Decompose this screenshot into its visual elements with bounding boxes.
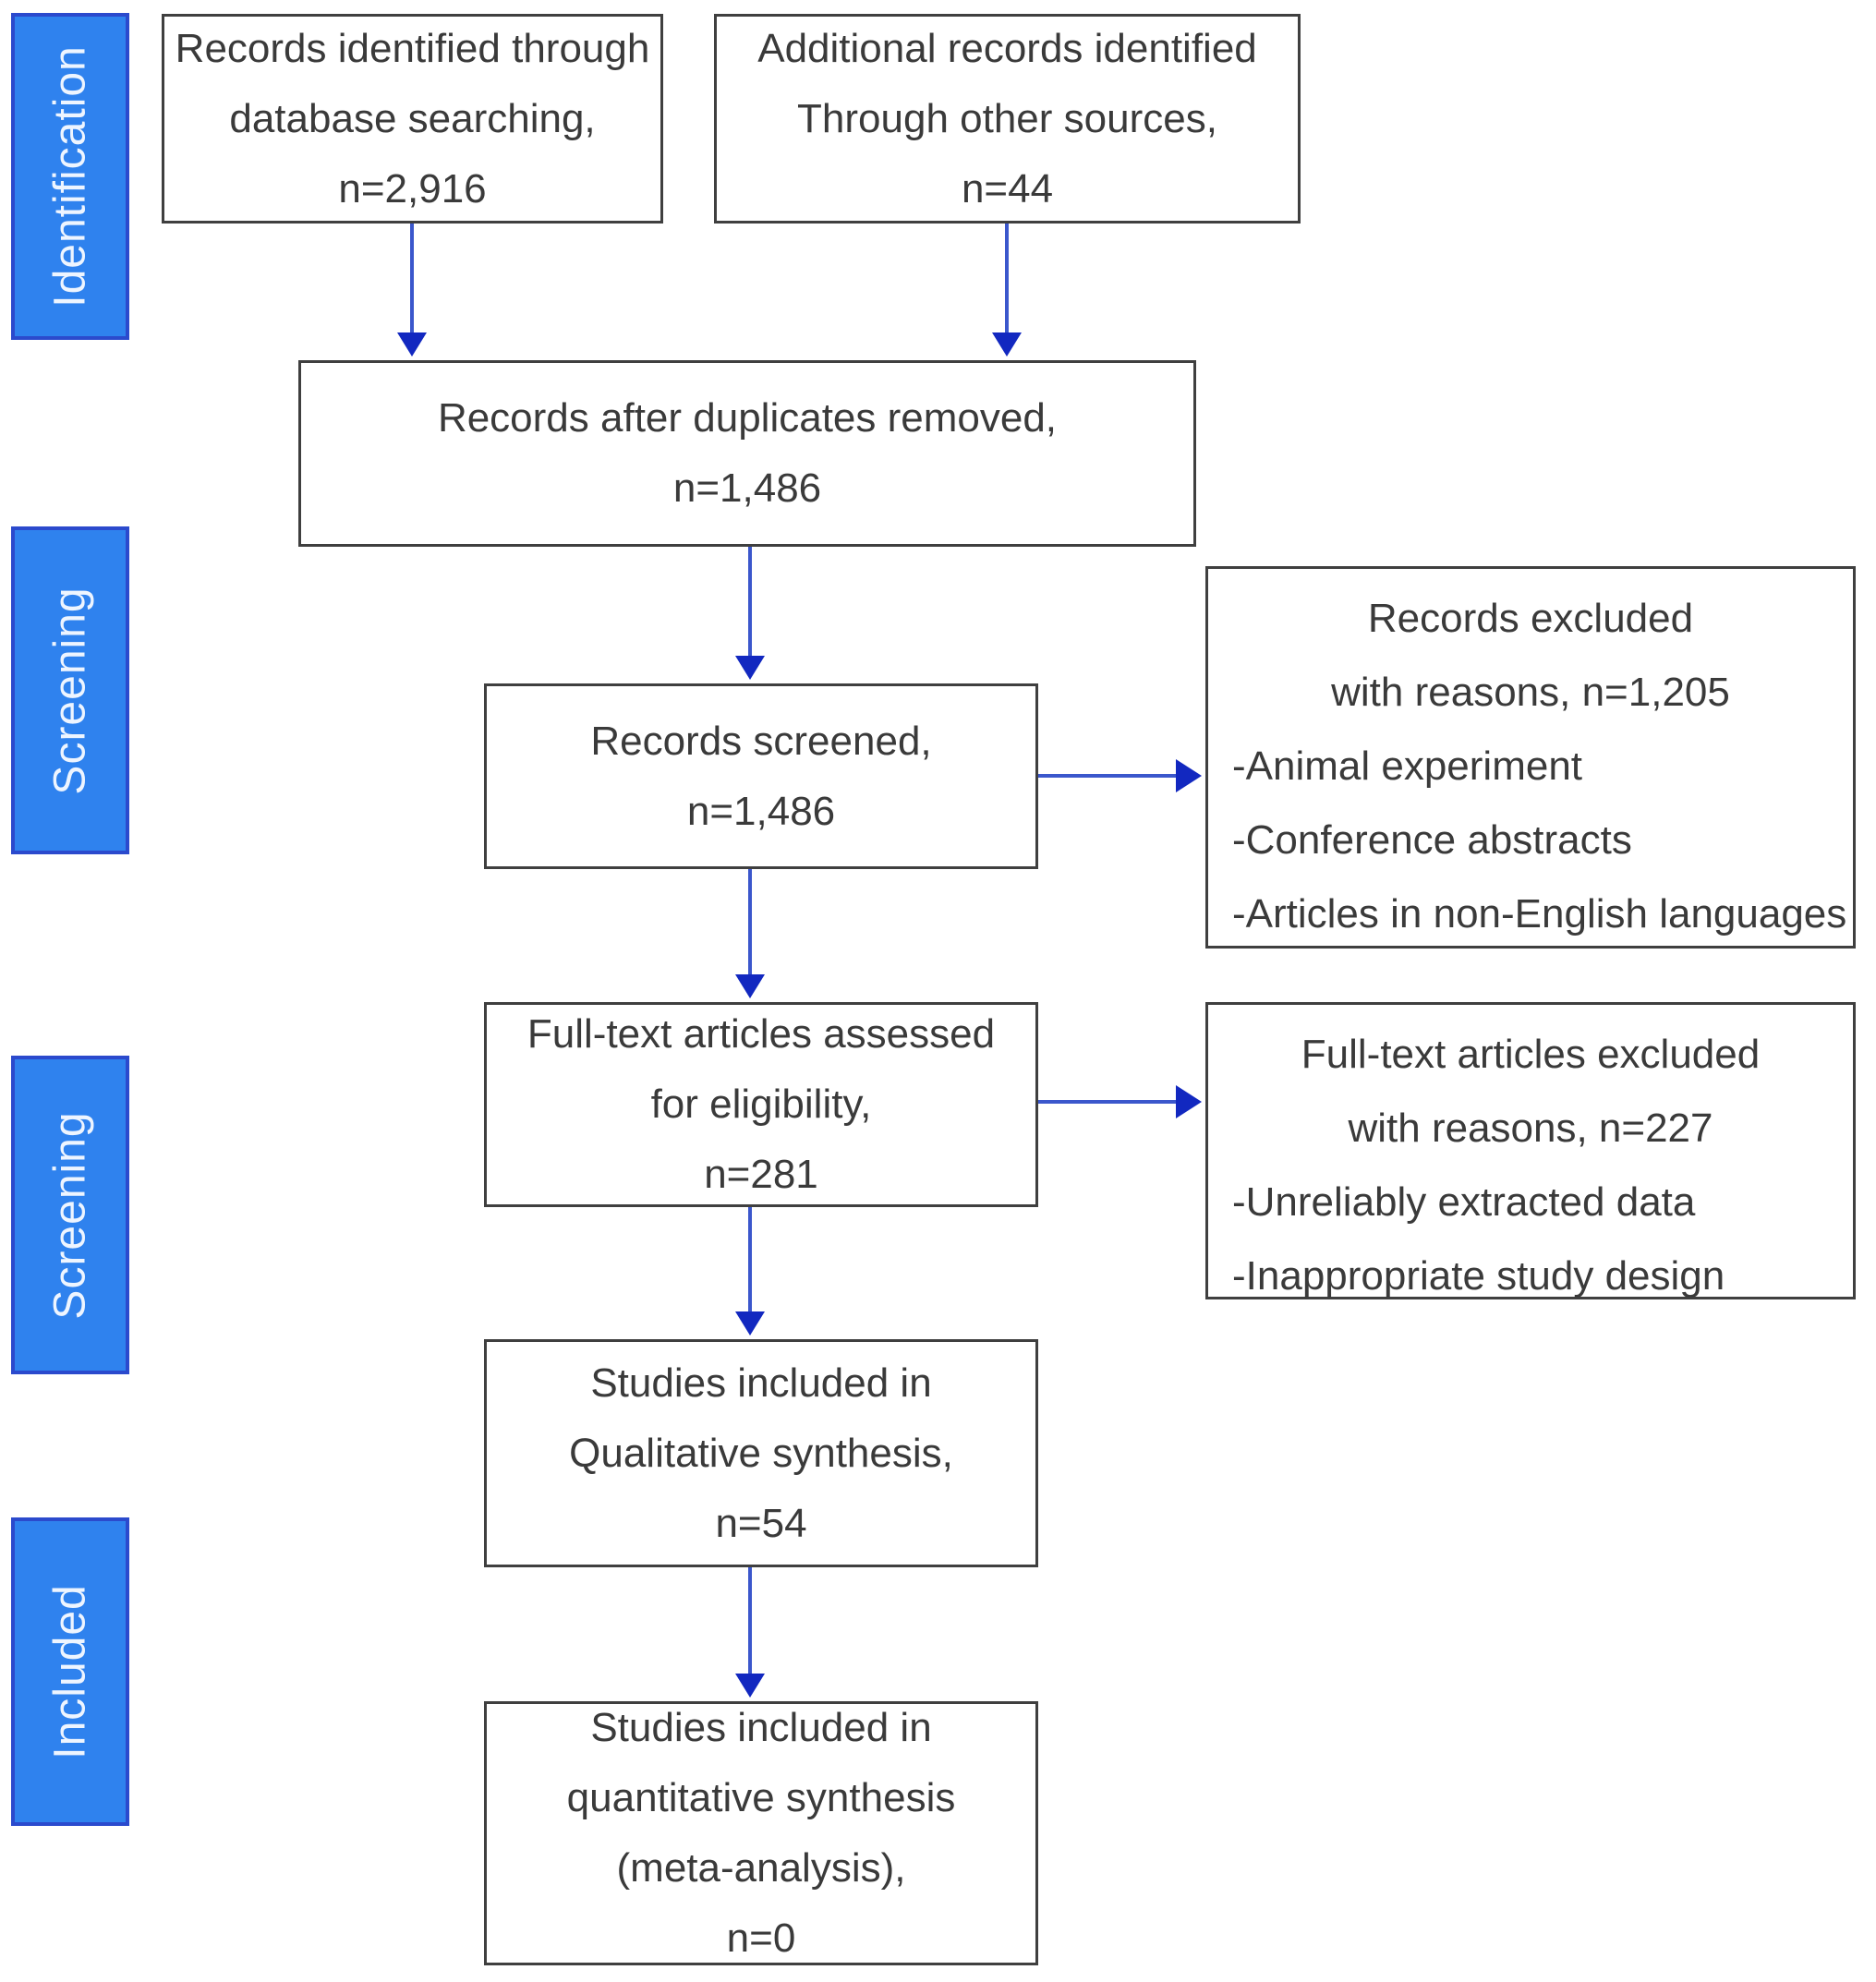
stage-label-screening-2: Screening	[11, 1056, 129, 1374]
stage-label-text: Screening	[45, 1110, 95, 1320]
arrow-fulltext-to-qualitative	[748, 1207, 752, 1311]
box-text-line: Additional records identified	[757, 25, 1257, 71]
box-additional-records: Additional records identified Through ot…	[714, 14, 1301, 224]
box-text-line: with reasons, n=1,205	[1331, 670, 1730, 715]
box-text-line: (meta-analysis),	[616, 1845, 906, 1891]
arrow-screened-to-excluded	[1038, 774, 1176, 778]
box-text-line: quantitative synthesis	[566, 1775, 956, 1820]
box-fulltext-excluded: Full-text articles excluded with reasons…	[1205, 1002, 1856, 1299]
exclusion-reason: -Animal experiment	[1232, 743, 1583, 789]
box-text-line: Full-text articles excluded	[1301, 1032, 1761, 1077]
stage-label-text: Screening	[45, 586, 95, 795]
exclusion-reason: -Articles in non-English languages	[1232, 891, 1847, 937]
box-records-excluded: Records excluded with reasons, n=1,205 -…	[1205, 566, 1856, 949]
box-text-line: Through other sources,	[797, 95, 1217, 141]
box-fulltext-assessed: Full-text articles assessed for eligibil…	[484, 1002, 1038, 1207]
stage-label-identification: Identification	[11, 13, 129, 340]
stage-label-text: Included	[45, 1584, 95, 1759]
box-text-line: n=281	[704, 1152, 818, 1197]
box-records-identified: Records identified through database sear…	[162, 14, 663, 224]
exclusion-reason: -Unreliably extracted data	[1232, 1179, 1696, 1225]
box-text-line: n=44	[961, 165, 1054, 211]
box-text-line: Records after duplicates removed,	[437, 395, 1058, 441]
arrow-dedup-to-screened	[748, 547, 752, 656]
stage-label-included: Included	[11, 1517, 129, 1826]
box-records-screened: Records screened, n=1,486	[484, 683, 1038, 869]
box-text-line: n=1,486	[686, 788, 836, 834]
box-text-line: n=2,916	[338, 165, 487, 211]
box-text-line: database searching,	[229, 95, 596, 141]
box-text-line: n=1,486	[672, 465, 822, 511]
box-duplicates-removed: Records after duplicates removed, n=1,48…	[298, 360, 1196, 547]
arrow-fulltext-to-excluded	[1038, 1100, 1176, 1104]
exclusion-reason: -Inappropriate study design	[1232, 1253, 1725, 1299]
box-text-line: Studies included in	[590, 1705, 932, 1750]
arrow-screened-to-fulltext	[748, 869, 752, 974]
box-text-line: Full-text articles assessed	[526, 1011, 996, 1057]
arrow-qualitative-to-quantitative	[748, 1567, 752, 1674]
box-text-line: Studies included in	[590, 1360, 932, 1406]
box-text-line: Records identified through	[175, 25, 650, 71]
stage-label-text: Identification	[45, 45, 95, 308]
box-quantitative-synthesis: Studies included in quantitative synthes…	[484, 1701, 1038, 1965]
box-text-line: n=54	[715, 1500, 807, 1546]
arrow-additional-to-dedup	[1005, 224, 1009, 332]
box-text-line: for eligibility,	[650, 1082, 872, 1127]
box-text-line: Qualitative synthesis,	[569, 1430, 953, 1476]
box-qualitative-synthesis: Studies included in Qualitative synthesi…	[484, 1339, 1038, 1567]
box-text-line: Records screened,	[590, 718, 932, 764]
arrow-identified-to-dedup	[410, 224, 414, 332]
box-text-line: n=0	[726, 1916, 796, 1961]
box-text-line: with reasons, n=227	[1348, 1106, 1713, 1151]
stage-label-screening-1: Screening	[11, 526, 129, 854]
exclusion-reason: -Conference abstracts	[1232, 817, 1632, 863]
box-text-line: Records excluded	[1367, 596, 1694, 641]
